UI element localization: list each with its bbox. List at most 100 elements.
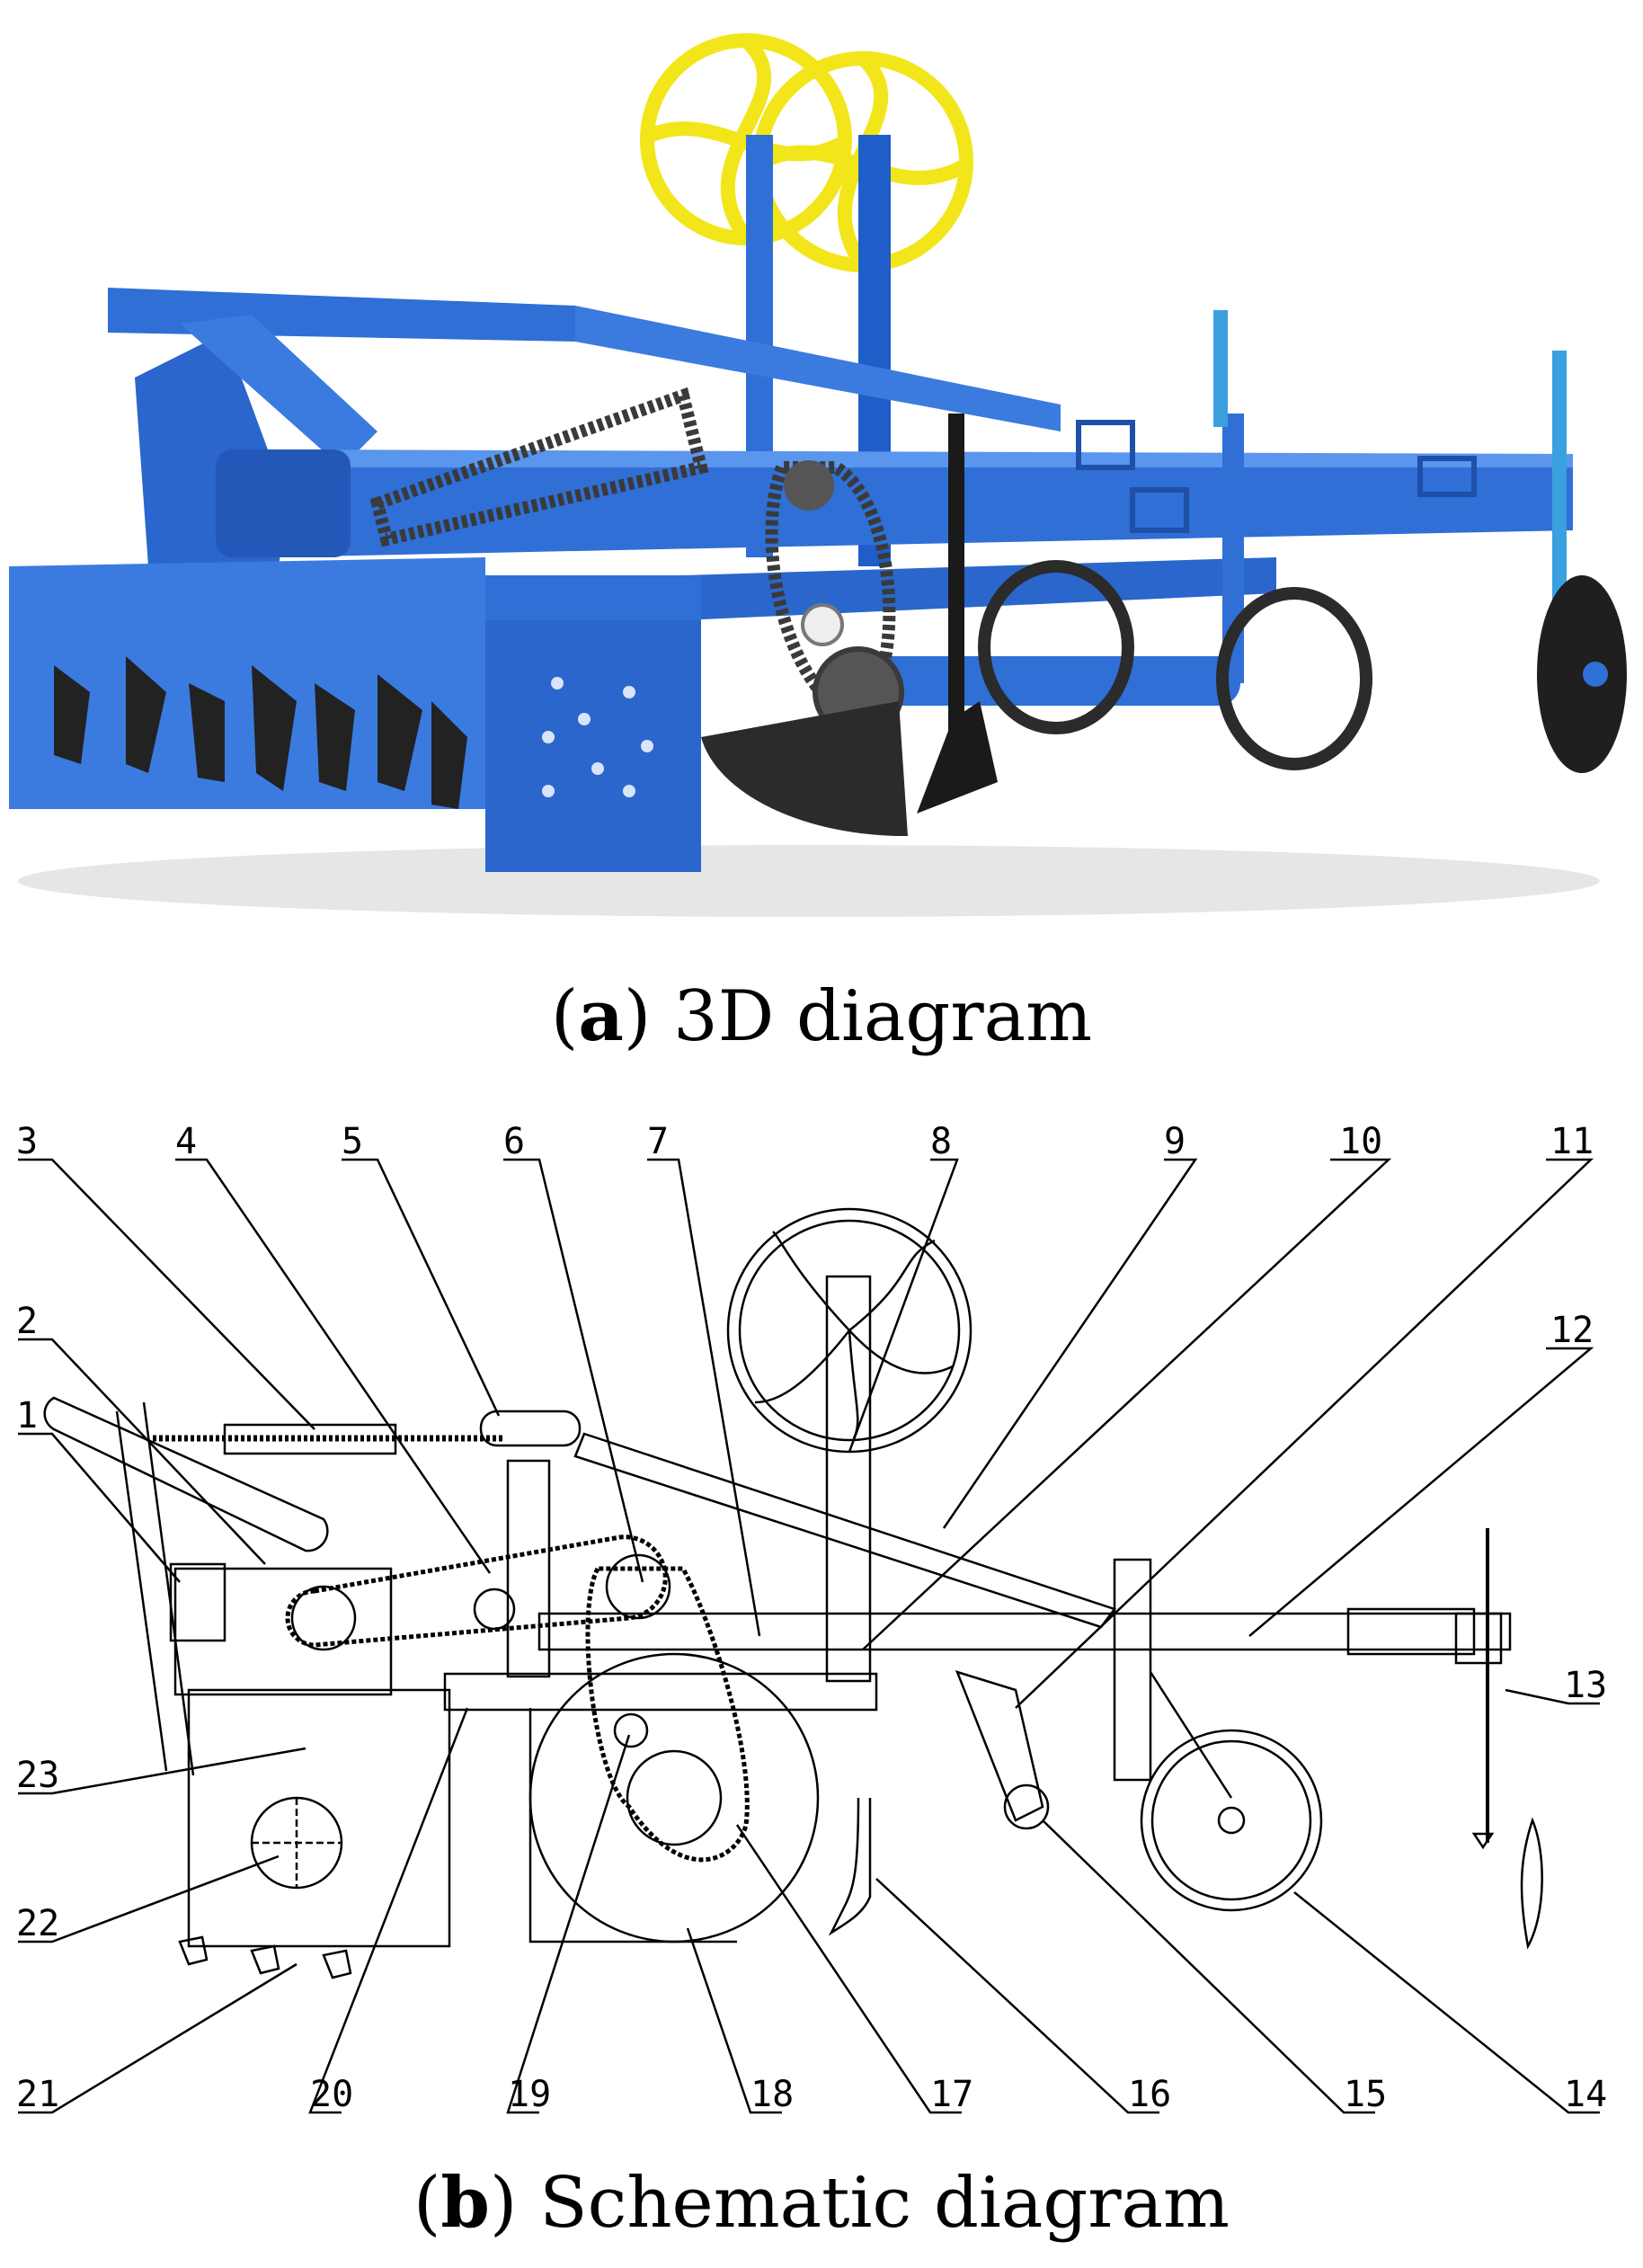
lower-cross-tube: [854, 656, 1240, 706]
chain-1: [369, 387, 709, 547]
marker-hub: [1583, 662, 1608, 687]
callout-11: 11: [1550, 1121, 1594, 1162]
caption-panel-a: (a) 3D diagram: [550, 975, 1093, 1057]
schematic-lower-beam: [443, 1672, 878, 1712]
opener-disc: [701, 701, 908, 837]
yellow-press-wheels: [640, 33, 973, 272]
schematic-main-beam: [537, 1612, 1512, 1651]
callout-14: 14: [1564, 2074, 1607, 2115]
callout-16: 16: [1128, 2074, 1171, 2115]
leader-6: [503, 1158, 644, 1583]
leader-19: [506, 1734, 631, 2114]
schematic-top-link: [479, 1410, 582, 1447]
callout-7: 7: [647, 1121, 669, 1162]
callout-9: 9: [1164, 1121, 1186, 1162]
schematic-hitch-link: [43, 1396, 329, 1552]
leader-18: [686, 1927, 782, 2114]
leader-1: [18, 1432, 181, 1583]
schematic-tie-rod: [573, 1432, 1117, 1629]
schematic-opener-disc: [528, 1652, 820, 1943]
depth-wheels: [978, 560, 1372, 770]
leader-9: [942, 1158, 1198, 1529]
callout-19: 19: [508, 2074, 551, 2115]
callout-5: 5: [342, 1121, 363, 1162]
leader-12: [1248, 1347, 1594, 1637]
leader-22: [18, 1854, 280, 1943]
wheel-spoke: [720, 35, 772, 243]
schematic-idler: [613, 1712, 649, 1748]
panel-a-3d-render: [9, 33, 1627, 917]
tine-standard-1: [948, 414, 964, 791]
callout-20: 20: [310, 2074, 353, 2115]
caption-b-text: Schematic diagram: [539, 2163, 1230, 2244]
hitch-arm: [180, 315, 377, 467]
side-plate: [485, 620, 701, 872]
callout-17: 17: [930, 2074, 973, 2115]
caption-a-text: 3D diagram: [673, 976, 1093, 1057]
secondary-beam: [683, 557, 1276, 620]
callout-4: 4: [175, 1121, 197, 1162]
callout-18: 18: [750, 2074, 794, 2115]
leader-2: [18, 1338, 266, 1565]
leader-7: [647, 1158, 761, 1637]
callout-13: 13: [1564, 1665, 1607, 1706]
blue-frame: [9, 135, 1573, 872]
sprocket-upper: [784, 460, 834, 511]
gearbox: [216, 449, 351, 557]
callout-23: 23: [16, 1755, 59, 1796]
ground-shadow: [18, 845, 1600, 917]
panel-b-schematic: [43, 1207, 1543, 1979]
caption-a-letter: a: [578, 975, 624, 1057]
callout-15: 15: [1344, 2074, 1387, 2115]
idler-wheel: [801, 603, 844, 646]
front-marker-post: [1213, 310, 1228, 427]
leader-5: [342, 1158, 501, 1417]
furrow-shovel: [917, 701, 998, 814]
leader-21: [18, 1962, 298, 2114]
schematic-sprocket-upper: [605, 1553, 671, 1620]
leader-8: [848, 1158, 959, 1453]
schematic-chain-1: [285, 1534, 668, 1648]
schematic-chain-2: [585, 1566, 750, 1863]
callout-10: 10: [1339, 1121, 1382, 1162]
leader-11: [1015, 1158, 1594, 1709]
u-clamps: [1076, 420, 1477, 533]
leader-15: [1042, 1819, 1375, 2114]
depth-wheel-front: [978, 560, 1134, 734]
tiller-cover: [9, 557, 485, 809]
schematic-shovel: [828, 1797, 872, 1936]
marker-disc: [1537, 575, 1627, 773]
leader-3: [18, 1158, 315, 1430]
caption-b-letter: b: [440, 2162, 490, 2244]
callout-2: 2: [16, 1301, 38, 1342]
leader-17: [735, 1824, 962, 2114]
callout-leaders: [18, 1158, 1600, 2114]
side-plate-bolts: [542, 677, 653, 797]
callout-8: 8: [930, 1121, 952, 1162]
depth-wheel-rear: [1216, 587, 1372, 770]
leader-16: [875, 1878, 1159, 2114]
schematic-side-plate: [187, 1688, 451, 1948]
main-beam-top: [270, 449, 1573, 467]
callout-labels: 1 2 3 4 5 6 7 8 9 10 11 12 13 14 15 16 1…: [16, 1121, 1607, 2115]
callout-1: 1: [16, 1395, 38, 1436]
schematic-rear-press-wheel: [1140, 1729, 1323, 1912]
leader-4: [175, 1158, 492, 1574]
callout-12: 12: [1550, 1310, 1594, 1351]
tiller-blades: [54, 656, 467, 809]
schematic-sprocket-lower: [626, 1749, 723, 1846]
upper-tie-rod: [575, 306, 1061, 431]
schematic-depth-wheel: [1003, 1783, 1050, 1830]
caption-panel-b: (b) Schematic diagram: [413, 2162, 1230, 2244]
leader-13: [1505, 1688, 1600, 1705]
leader-23: [18, 1747, 306, 1795]
callout-22: 22: [16, 1903, 59, 1944]
leader-20: [308, 1707, 469, 2114]
schematic-wheel-post: [825, 1275, 872, 1683]
callout-6: 6: [503, 1121, 525, 1162]
callout-3: 3: [16, 1121, 38, 1162]
top-hitch-link: [108, 288, 575, 342]
leader-14: [1293, 1891, 1600, 2114]
leader-10: [862, 1158, 1392, 1650]
